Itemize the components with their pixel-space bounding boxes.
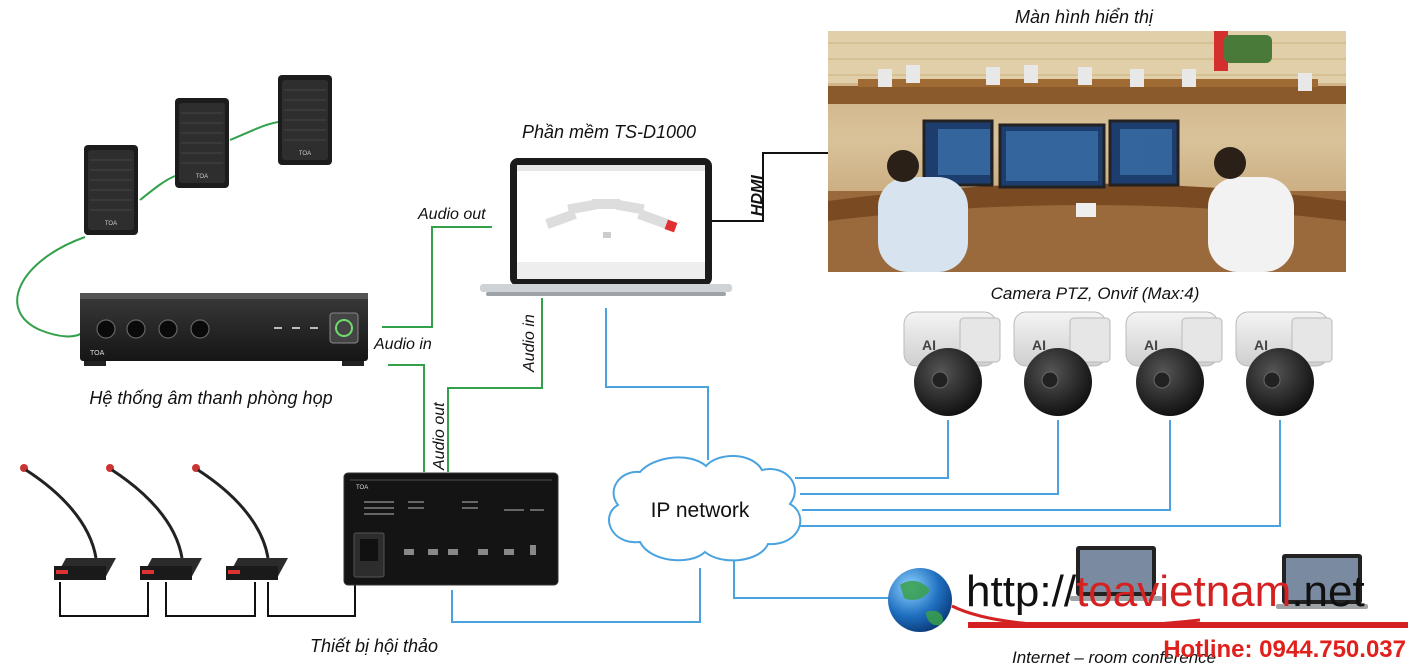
speaker-3: TOA <box>278 75 332 165</box>
audio-out-laptop-line <box>382 226 492 328</box>
speaker-brand: TOA <box>299 151 311 157</box>
laptop-network-line <box>605 308 709 460</box>
network-connections <box>451 308 1281 623</box>
camera-4-network-line <box>800 420 1281 527</box>
display-title: Màn hình hiển thị <box>1015 7 1154 27</box>
hdmi-cable <box>708 152 828 222</box>
camera-2-network-line <box>800 420 1059 495</box>
speaker-1: TOA <box>84 145 138 235</box>
wall-speakers: TOA TOA TOA <box>84 75 332 235</box>
speaker-brand: TOA <box>105 221 117 227</box>
ptz-camera-4: AI <box>1235 311 1333 416</box>
internet-label: Internet – room conference <box>1012 648 1216 667</box>
amplifier-brand: TOA <box>90 350 105 357</box>
microphone-unit-2 <box>106 464 202 580</box>
speaker-2: TOA <box>175 98 229 188</box>
speaker-brand: TOA <box>196 174 208 180</box>
ip-network-cloud <box>608 454 802 562</box>
audio-out-unit-label: Audio out <box>431 402 448 471</box>
unit-brand: TOA <box>356 485 368 491</box>
microphone-unit-1 <box>20 464 116 580</box>
speaker-link-2 <box>229 121 279 141</box>
url-brand: toavietnam <box>1076 567 1291 616</box>
audio-in-amp-line <box>388 364 425 472</box>
camera-3-network-line <box>802 420 1171 511</box>
remote-laptop-1 <box>1070 546 1162 601</box>
mixer-amplifier: TOA <box>80 293 368 366</box>
black-wires <box>59 152 828 617</box>
ptz-camera-3: AI <box>1125 311 1223 416</box>
url-suffix: .net <box>1291 567 1364 616</box>
conference-microphones <box>20 464 288 580</box>
camera-title: Camera PTZ, Onvif (Max:4) <box>991 284 1200 303</box>
conference-devices-label: Thiết bị hội thảo <box>310 636 438 656</box>
audio-in-amp-label: Audio in <box>373 336 432 353</box>
ip-network-label: IP network <box>651 499 750 522</box>
microphone-unit-3 <box>192 464 288 580</box>
speaker-chain-cable <box>16 236 86 338</box>
url-prefix: http:// <box>966 567 1077 616</box>
software-title: Phần mềm TS-D1000 <box>522 122 696 142</box>
internet-network-line <box>733 558 892 599</box>
website-url: http://toavietnam.net <box>966 567 1365 616</box>
camera-logo: AI <box>1254 337 1268 353</box>
laptop <box>480 158 732 296</box>
ptz-camera-2: AI <box>1013 311 1111 416</box>
audio-out-laptop-label: Audio out <box>417 206 486 223</box>
camera-1-network-line <box>795 420 949 479</box>
mic-chain-wire-2 <box>165 582 256 617</box>
central-control-unit: TOA <box>343 472 559 586</box>
unit-network-line <box>451 568 701 623</box>
internet-area <box>888 546 1408 632</box>
audio-in-laptop-label: Audio in <box>521 314 538 373</box>
remote-laptop-2 <box>1276 554 1368 609</box>
camera-logo: AI <box>1032 337 1046 353</box>
ptz-camera-1: AI <box>903 311 1001 416</box>
mic-chain-wire-1 <box>59 582 149 617</box>
audio-in-laptop-line <box>447 298 543 472</box>
audio-system-label: Hệ thống âm thanh phòng họp <box>89 388 332 408</box>
hdmi-label: HDMI <box>749 175 766 216</box>
mic-to-unit-wire <box>267 582 356 617</box>
speaker-link-1 <box>139 175 176 201</box>
camera-logo: AI <box>1144 337 1158 353</box>
audio-connections <box>16 121 543 472</box>
ptz-cameras: AI AI AI AI <box>903 311 1333 416</box>
display-screen <box>828 31 1346 272</box>
hotline-text: Hotline: 0944.750.037 <box>1163 636 1406 663</box>
camera-logo: AI <box>922 337 936 353</box>
